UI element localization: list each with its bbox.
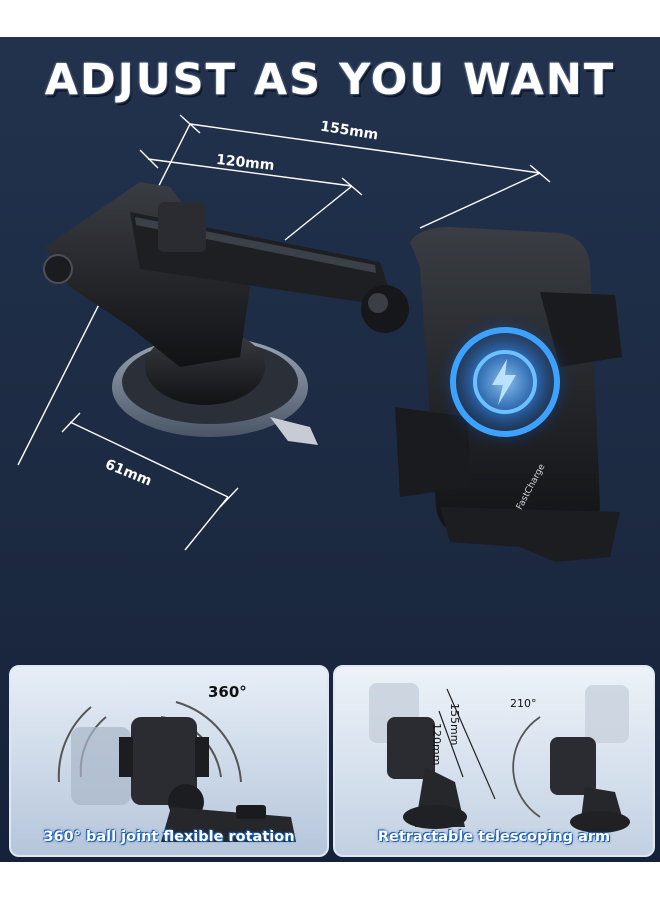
headline: ADJUST AS YOU WANT xyxy=(44,55,616,105)
angle-label-360: 360° xyxy=(208,683,247,701)
holder-rotated xyxy=(131,717,197,805)
dimension-lines xyxy=(17,114,551,551)
caption-rotation: 360° ball joint flexible rotation xyxy=(43,829,295,845)
telescoping-panel: 210° 155mm 120mm Retractable telescoping… xyxy=(333,665,655,857)
holder-extended xyxy=(387,717,435,779)
pivot-knob xyxy=(43,254,73,284)
release-tab xyxy=(270,417,318,445)
caption-telescoping: Retractable telescoping arm xyxy=(377,829,611,845)
lightning-icon xyxy=(492,359,516,405)
angle-label-210: 210° xyxy=(510,697,537,710)
length-label-120: 120mm xyxy=(430,723,443,766)
lock-slider xyxy=(158,202,206,252)
left-clamp xyxy=(395,407,470,497)
product-hero: ADJUST AS YOU WANT xyxy=(0,37,660,862)
car-mount-illustration xyxy=(17,114,622,562)
length-label-155: 155mm xyxy=(448,703,461,746)
telescoping-illustration xyxy=(369,683,630,833)
rotation-panel: 360° 360° ball joint flexible rotation xyxy=(9,665,329,857)
rotation-illustration xyxy=(57,701,296,842)
holder-tilted xyxy=(550,737,596,795)
bottom-support xyxy=(440,507,620,562)
charging-ring xyxy=(450,327,560,437)
